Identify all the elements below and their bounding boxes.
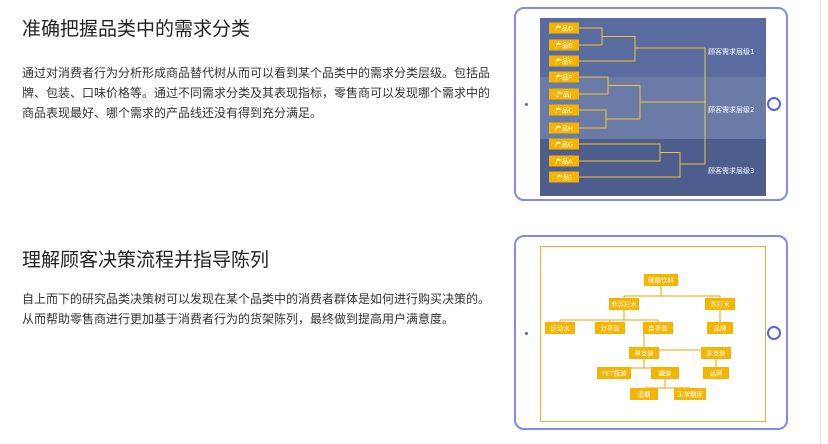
product-label: 产品B <box>555 41 572 50</box>
tablet-camera <box>525 103 528 106</box>
tree-node-label: 分享装 <box>600 324 620 333</box>
tree-node-label: 低糖 <box>638 390 652 399</box>
tree-connectors <box>579 27 706 178</box>
product-label: 产品C <box>555 106 573 115</box>
level-label: 顾客需求层级3 <box>708 166 754 175</box>
product-box <box>549 104 579 116</box>
tree-node <box>595 322 625 334</box>
product-label: 产品D <box>555 24 573 33</box>
product-list: 产品D 产品B 产品E 产品F 产品J 产品C 产品H 产品G 产品A 产品I <box>549 22 579 183</box>
tree-node <box>701 347 731 359</box>
connector <box>579 152 681 178</box>
tablet-camera <box>525 331 528 335</box>
level-labels: 顾客需求层级1 顾客需求层级2 顾客需求层级3 <box>708 47 754 175</box>
decision-tree-diagram: 碳酸饮料非苏打水苏打水运动水分享装自享装品牌单支装多支装PET瓶装罐装品牌低糖正… <box>540 246 766 422</box>
section-description: 通过对消费者行为分析形成商品替代树从而可以看到某个品类中的需求分类层级。包括品牌… <box>22 66 491 120</box>
product-label: 产品F <box>556 73 573 82</box>
product-label: 产品H <box>555 124 573 133</box>
tree-node-label: 碳酸饮料 <box>648 276 675 285</box>
tree-node-label: 自享装 <box>648 324 668 333</box>
tree-node <box>707 322 733 334</box>
tree-nodes: 碳酸饮料非苏打水苏打水运动水分享装自享装品牌单支装多支装PET瓶装罐装品牌低糖正… <box>545 274 735 400</box>
product-label: 产品E <box>555 57 572 66</box>
product-box <box>549 22 579 34</box>
product-box <box>549 122 579 134</box>
product-box <box>549 88 579 100</box>
tree-node <box>644 274 678 286</box>
tree-node <box>545 322 575 334</box>
tree-node-label: 品牌 <box>714 324 728 333</box>
connector <box>579 36 636 62</box>
tree-node <box>705 298 735 310</box>
tree-node <box>629 347 659 359</box>
tree-node <box>597 367 631 379</box>
product-label: 产品G <box>555 140 573 149</box>
tablet-home-button[interactable] <box>767 97 781 111</box>
product-box <box>549 39 579 51</box>
tree-node <box>674 388 706 400</box>
tree-node-label: 品牌 <box>710 369 724 378</box>
section-title: 准确把握品类中的需求分类 <box>22 18 251 40</box>
tree-node-label: 正常糖度 <box>677 390 704 399</box>
tree-node-label: PET瓶装 <box>602 369 627 378</box>
tablet-home-button[interactable] <box>767 325 781 340</box>
tree-node-label: 多支装 <box>706 349 726 358</box>
tree-node <box>703 367 729 379</box>
tree-node <box>643 322 673 334</box>
tree-node-label: 非苏打水 <box>611 300 638 309</box>
tree-node <box>609 298 639 310</box>
tree-node-label: 罐装 <box>659 369 673 378</box>
tree-node <box>651 367 679 379</box>
section-title: 理解顾客决策流程并指导陈列 <box>22 249 270 271</box>
product-box <box>549 155 579 167</box>
product-box <box>549 138 579 150</box>
level-label: 顾客需求层级2 <box>708 105 754 114</box>
tree-node-label: 苏打水 <box>710 300 730 309</box>
tree-node-label: 单支装 <box>634 349 654 358</box>
level-label: 顾客需求层级1 <box>708 47 754 56</box>
product-label: 产品J <box>557 90 572 99</box>
right-divider <box>820 0 821 444</box>
product-label: 产品A <box>555 157 573 166</box>
tree-node <box>630 388 658 400</box>
product-box <box>549 55 579 67</box>
section-description: 自上而下的研究品类决策树可以发现在某个品类中的消费者群体是如何进行购买决策的。从… <box>22 292 491 326</box>
product-box <box>549 171 579 183</box>
product-box <box>549 71 579 83</box>
tree-node-label: 运动水 <box>550 324 570 333</box>
product-label: 产品I <box>557 173 572 182</box>
